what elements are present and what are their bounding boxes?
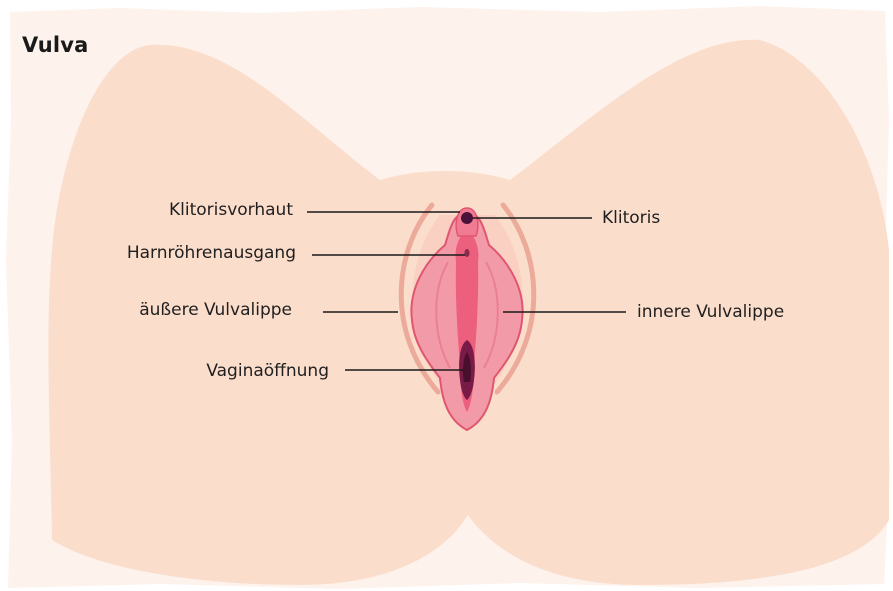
label-clitoral-hood: Klitorisvorhaut: [140, 200, 293, 220]
label-vaginal-opening: Vaginaöffnung: [180, 361, 329, 381]
urethral-opening: [465, 249, 470, 257]
diagram-title: Vulva: [22, 33, 89, 57]
clitoris: [461, 212, 473, 224]
label-clitoris: Klitoris: [602, 208, 660, 228]
label-inner-labia: innere Vulvalippe: [637, 302, 784, 322]
label-urethral-opening: Harnröhrenausgang: [100, 243, 296, 263]
label-outer-labia: äußere Vulvalippe: [110, 300, 292, 320]
